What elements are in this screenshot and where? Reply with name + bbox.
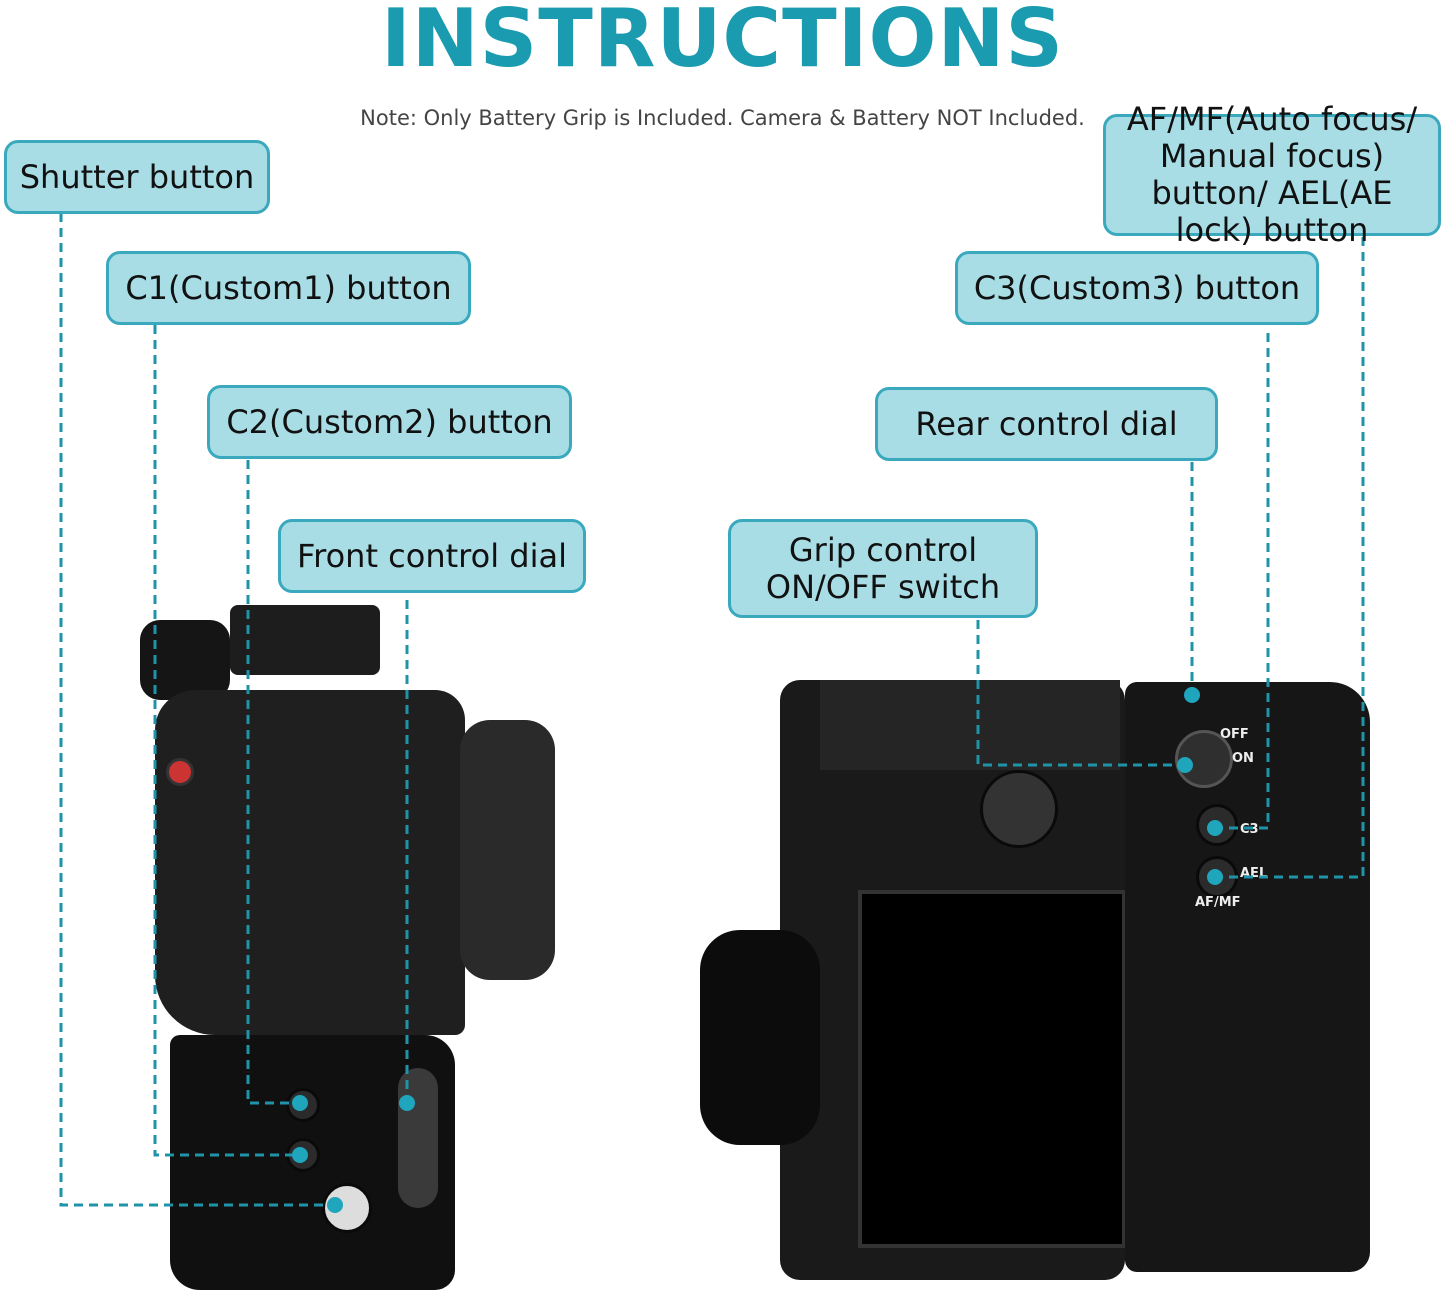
dot-c1 [292, 1147, 308, 1163]
label-front-control-dial: Front control dial [278, 519, 586, 593]
label-afmf-ael-button: AF/MF(Auto focus/ Manual focus) button/ … [1103, 101, 1441, 249]
dot-front-dial [399, 1095, 415, 1111]
page-title: INSTRUCTIONS [380, 0, 1065, 85]
grip-off-marking: OFF [1220, 727, 1249, 742]
leader-c2 [246, 460, 300, 1105]
leader-c3 [1215, 333, 1270, 830]
dot-rear-dial [1184, 687, 1200, 703]
label-rear-control-dial: Rear control dial [875, 387, 1218, 461]
dot-shutter [327, 1197, 343, 1213]
dot-grip-switch [1177, 757, 1193, 773]
leader-shutter [59, 213, 335, 1207]
grip-on-marking: ON [1232, 751, 1254, 766]
grip-afmf-marking: AF/MF [1195, 895, 1241, 910]
label-grip-switch: Grip control ON/OFF switch [728, 519, 1038, 618]
label-c3-button: C3(Custom3) button [955, 251, 1319, 325]
dot-afmf [1207, 869, 1223, 885]
dot-c2 [292, 1095, 308, 1111]
label-c2-button: C2(Custom2) button [207, 385, 572, 459]
leader-afmf [1215, 237, 1365, 879]
note-text: Note: Only Battery Grip is Included. Cam… [360, 106, 1085, 130]
leader-grip-switch [976, 620, 1185, 767]
label-c1-button: C1(Custom1) button [106, 251, 471, 325]
label-shutter-button: Shutter button [4, 140, 270, 214]
leader-c1 [153, 325, 300, 1157]
dot-c3 [1207, 820, 1223, 836]
